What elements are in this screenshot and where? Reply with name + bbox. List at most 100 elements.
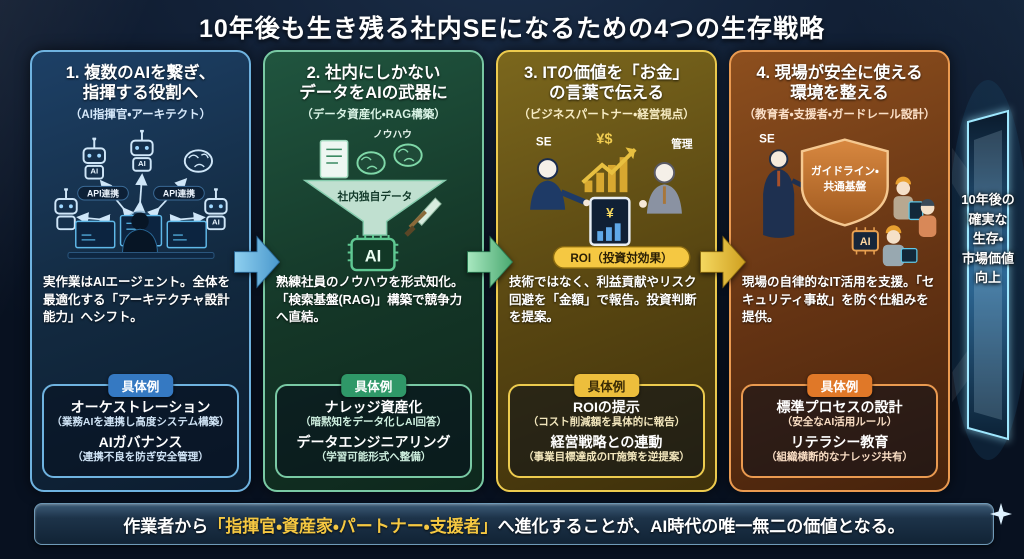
chip-ai-label: AI bbox=[365, 246, 382, 265]
panel-1-subtitle: （AI指揮官・アーキテクト） bbox=[69, 108, 212, 121]
chip-ai-label: AI bbox=[860, 236, 871, 248]
panel-1-header: 1. 複数のAIを繋ぎ、 指揮する役割へ （AI指揮官・アーキテクト） bbox=[40, 63, 241, 122]
panel-3-subtitle: （ビジネスパートナー・経営視点） bbox=[518, 108, 695, 121]
robot-ai-label: AI bbox=[138, 159, 146, 168]
panel-3-header: 3. ITの価値を「お金」 の言葉で伝える （ビジネスパートナー・経営視点） bbox=[506, 63, 707, 122]
knowhow-label: ノウハウ bbox=[373, 129, 412, 141]
example-title: オーケストレーション bbox=[70, 398, 211, 415]
example-title: 経営戦略との連動 bbox=[550, 433, 663, 450]
door-line: 10年後の bbox=[961, 192, 1015, 207]
examples-badge: 具体例 bbox=[340, 373, 407, 397]
panel-4-header: 4. 現場が安全に使える 環境を整える （教育者・支援者・ガードレール設計） bbox=[739, 63, 940, 122]
panel-3-title-line1: 3. ITの価値を「お金」 bbox=[523, 64, 689, 82]
panel-2-body-text: 熟練社員のノウハウを形式知化。「検索基盤(RAG)」構築で競争力へ直結。 bbox=[276, 274, 464, 325]
shield-icon: ガイドライン・ 共通基盤 bbox=[800, 138, 889, 227]
panel-3-examples-box: 具体例 ROIの提示 （コスト削減額を具体的に報告） 経営戦略との連動 （事業目… bbox=[508, 373, 705, 478]
se-person-icon bbox=[763, 149, 806, 238]
ai-chip-icon: AI bbox=[347, 234, 399, 272]
roi-badge: ROI（投資対効果） bbox=[552, 245, 691, 269]
manager-label: 管理 bbox=[670, 137, 693, 150]
svg-text:API連携: API連携 bbox=[163, 187, 195, 198]
glowing-door-icon bbox=[952, 80, 1024, 460]
door-message: 10年後の 確実な 生存・ 市場価値 向上 bbox=[952, 190, 1024, 288]
example-title: ナレッジ資産化 bbox=[324, 398, 423, 415]
example-desc: （コスト削減額を具体的に報告） bbox=[527, 416, 686, 429]
flow-arrow-icon bbox=[700, 235, 746, 289]
robot-icon: AI bbox=[82, 137, 106, 180]
panel-3-body-text: 技術ではなく、利益貢献やリスク回避を「金額」で報告。投資判断を提案。 bbox=[509, 274, 697, 325]
robot-icon bbox=[54, 188, 78, 231]
future-door-column: 10年後の 確実な 生存・ 市場価値 向上 bbox=[952, 50, 1024, 492]
panel-4-title-line2: 環境を整える bbox=[790, 84, 889, 103]
worker-icon bbox=[882, 225, 918, 267]
tablet-icon: ¥ bbox=[589, 196, 631, 246]
robot-ai-label: AI bbox=[212, 217, 220, 226]
page-title: 10年後も生き残る社内SEになるための4つの生存戦略 bbox=[198, 15, 826, 43]
example-desc: （連携不良を防ぎ安全管理） bbox=[72, 451, 209, 464]
ai-chip-icon: AI bbox=[851, 227, 879, 255]
worker-icon bbox=[893, 176, 924, 220]
footer-suffix: へ進化することが、AI時代の唯一無二の価値となる。 bbox=[497, 516, 905, 536]
example-title: AIガバナンス bbox=[98, 433, 183, 450]
data-funnel-scene: ノウハウ 社内独自データ AI bbox=[302, 129, 448, 272]
tablet-yen-label: ¥ bbox=[606, 205, 614, 220]
footer-bar: 作業者から「指揮官・資産家・パートナー・支援者」へ進化することが、AI時代の唯一… bbox=[34, 503, 994, 545]
se-label: SE bbox=[536, 135, 552, 148]
panel-1-illustration: AI AI AI API連携 bbox=[40, 126, 241, 272]
panel-4-title-line1: 4. 現場が安全に使える bbox=[756, 64, 923, 82]
panel-4-illustration: SE ガイドライン・ 共通基盤 AI bbox=[739, 126, 940, 272]
example-desc: （学習可能形式へ整備） bbox=[315, 451, 432, 464]
panel-strategy-2: 2. 社内にしかない データをAIの武器に （データ資産化・RAG構築） ノウハ… bbox=[263, 50, 484, 492]
example-desc: （事業目標達成のIT施策を逆提案） bbox=[523, 451, 690, 464]
door-line: 確実な bbox=[968, 211, 1008, 227]
panel-1-examples-box: 具体例 オーケストレーション （業務AIを連携し高度システム構築） AIガバナン… bbox=[42, 373, 239, 478]
panel-1-title-line2: 指揮する役割へ bbox=[82, 84, 199, 103]
panel-strategy-3: 3. ITの価値を「お金」 の言葉で伝える （ビジネスパートナー・経営視点） S… bbox=[496, 50, 717, 492]
ai-orchestration-scene: AI AI AI API連携 bbox=[54, 129, 228, 259]
yen-dollar-label: ¥$ bbox=[596, 131, 612, 147]
footer-message: 作業者から「指揮官・資産家・パートナー・支援者」へ進化することが、AI時代の唯一… bbox=[123, 512, 905, 537]
door-line: 市場価値 bbox=[961, 250, 1014, 266]
funnel-icon: 社内独自データ bbox=[302, 179, 448, 236]
manager-person-icon bbox=[639, 161, 682, 214]
example-title: ROIの提示 bbox=[573, 398, 640, 415]
sword-icon bbox=[404, 197, 442, 237]
document-icon bbox=[319, 139, 349, 179]
brain-icon bbox=[356, 143, 423, 175]
funnel-label: 社内独自データ bbox=[337, 190, 413, 203]
example-desc: （暗黙知をデータ化しAI回答） bbox=[300, 416, 447, 429]
example-desc: （安全なAI活用ルール） bbox=[781, 416, 898, 429]
arrow-slot-1 bbox=[234, 50, 280, 492]
guardrail-scene: SE ガイドライン・ 共通基盤 AI bbox=[759, 132, 937, 267]
examples-badge: 具体例 bbox=[107, 373, 174, 397]
api-link-badge: API連携 bbox=[153, 185, 205, 201]
panel-2-subtitle: （データ資産化・RAG構築） bbox=[301, 108, 446, 121]
example-desc: （業務AIを連携し高度システム構築） bbox=[51, 416, 230, 429]
brain-icon bbox=[183, 149, 214, 173]
sparkle-icon bbox=[990, 503, 1012, 525]
panels-row: 1. 複数のAIを繋ぎ、 指揮する役割へ （AI指揮官・アーキテクト） bbox=[0, 50, 1024, 492]
panel-4-body-text: 現場の自律的なIT活用を支援。「セキュリティ事故」を防ぐ仕組みを提供。 bbox=[742, 274, 935, 325]
footer-prefix: 作業者から bbox=[123, 516, 209, 536]
panel-2-title-line1: 2. 社内にしかない bbox=[306, 64, 441, 82]
flow-arrow-icon bbox=[467, 235, 513, 289]
svg-text:API連携: API連携 bbox=[87, 187, 119, 198]
examples-badge: 具体例 bbox=[573, 373, 640, 397]
operator-person-icon bbox=[67, 210, 215, 259]
panel-strategy-4: 4. 現場が安全に使える 環境を整える （教育者・支援者・ガードレール設計） S… bbox=[729, 50, 950, 492]
panel-3-illustration: SE 管理 ¥$ bbox=[506, 126, 707, 272]
robot-icon: AI bbox=[204, 188, 228, 231]
example-title: データエンジニアリング bbox=[296, 433, 451, 450]
svg-text:ROI（投資対効果）: ROI（投資対効果） bbox=[570, 251, 672, 265]
flow-arrow-icon bbox=[234, 235, 280, 289]
api-link-badge: API連携 bbox=[77, 185, 129, 201]
footer-highlight: 「指揮官・資産家・パートナー・支援者」 bbox=[208, 516, 498, 536]
example-title: 標準プロセスの設計 bbox=[776, 398, 903, 415]
example-desc: （組織横断的なナレッジ共有） bbox=[766, 451, 913, 464]
worker-icon bbox=[918, 198, 937, 237]
panel-2-illustration: ノウハウ 社内独自データ AI bbox=[273, 126, 474, 272]
panel-4-examples-box: 具体例 標準プロセスの設計 （安全なAI活用ルール） リテラシー教育 （組織横断… bbox=[741, 373, 938, 478]
panel-2-examples-box: 具体例 ナレッジ資産化 （暗黙知をデータ化しAI回答） データエンジニアリング … bbox=[275, 373, 472, 478]
panel-strategy-1: 1. 複数のAIを繋ぎ、 指揮する役割へ （AI指揮官・アーキテクト） bbox=[30, 50, 251, 492]
